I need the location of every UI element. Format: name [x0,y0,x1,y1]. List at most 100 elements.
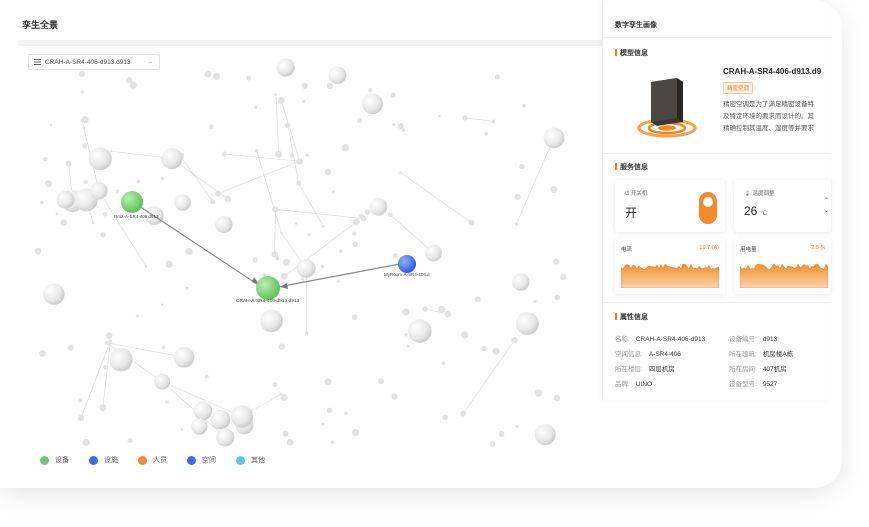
graph-node[interactable] [296,180,302,186]
graph-node[interactable] [286,439,294,446]
graph-node[interactable] [441,361,446,366]
graph-node[interactable] [422,306,428,312]
graph-node[interactable] [272,382,278,388]
chevron-up-icon[interactable]: ⌃ [823,198,829,204]
graph-node[interactable] [321,422,325,426]
graph-node[interactable] [402,308,410,316]
graph-node[interactable] [337,280,340,283]
graph-node[interactable] [90,181,108,200]
graph-node[interactable] [34,247,42,255]
graph-node[interactable] [125,77,133,84]
graph-node[interactable] [492,347,500,355]
graph-node[interactable] [216,428,235,447]
graph-node[interactable] [282,258,291,266]
graph-node[interactable] [442,414,448,421]
power-toggle[interactable] [699,192,717,224]
graph-node[interactable] [56,190,75,209]
graph-node[interactable] [554,294,561,301]
graph-node[interactable] [224,195,232,203]
graph-node[interactable] [484,131,489,136]
graph-node[interactable] [160,303,164,306]
graph-node[interactable] [44,180,52,188]
graph-node[interactable] [65,160,72,167]
graph-node[interactable] [100,232,106,238]
legend-item-other[interactable]: 其他 [236,455,265,465]
graph-node[interactable] [204,374,209,379]
graph-node[interactable] [83,179,88,185]
graph-node[interactable] [534,389,543,397]
graph-node[interactable] [369,198,388,216]
graph-node[interactable] [77,398,82,403]
graph-node[interactable] [481,345,487,352]
graph-node[interactable] [165,400,169,404]
graph-node[interactable] [498,431,505,437]
graph-node[interactable] [278,343,286,351]
graph-node[interactable] [296,258,316,278]
legend-item-space[interactable]: 空间 [187,455,216,465]
graph-node[interactable] [362,93,384,115]
graph-node[interactable] [512,273,530,291]
graph-node[interactable] [514,222,519,226]
graph-node[interactable] [444,310,451,318]
graph-node[interactable] [326,407,333,413]
graph-node[interactable] [352,428,360,437]
graph-node[interactable] [221,151,227,157]
graph-node[interactable] [246,75,252,81]
graph-node[interactable] [275,150,283,158]
graph-node[interactable] [393,253,398,258]
graph-canvas-area[interactable] [18,40,602,470]
graph-node[interactable] [108,339,113,343]
graph-node[interactable] [522,103,526,108]
graph-node[interactable] [180,428,184,431]
graph-node[interactable] [280,231,283,235]
graph-node[interactable] [326,82,333,90]
graph-node[interactable] [276,58,295,77]
graph-node[interactable] [324,168,332,176]
graph-node[interactable] [215,190,222,197]
graph-node[interactable] [515,424,519,428]
graph-node[interactable] [79,70,86,77]
graph-node[interactable] [399,171,403,175]
legend-item-facility[interactable]: 设施 [89,455,118,465]
graph-node[interactable] [105,332,113,339]
graph-node[interactable] [210,199,216,205]
knowledge-graph[interactable]: Rm2-A-SR4-406.d913 CRAH-A-SR4-406-d913.d… [18,46,602,456]
graph-node[interactable] [407,344,410,348]
graph-node[interactable] [489,441,496,447]
graph-node[interactable] [81,143,88,149]
graph-node[interactable] [274,93,278,97]
graph-node[interactable] [514,193,521,201]
graph-node[interactable] [390,92,396,98]
graph-node[interactable] [511,337,518,344]
graph-node[interactable] [338,249,343,253]
graph-node[interactable] [271,251,278,258]
graph-node[interactable] [438,305,446,313]
graph-node[interactable] [104,340,109,345]
graph-node[interactable] [254,149,259,153]
graph-node[interactable] [341,144,350,152]
graph-node[interactable] [204,70,212,78]
graph-node[interactable] [110,149,113,153]
graph-node[interactable] [462,115,468,121]
graph-node[interactable] [388,212,393,217]
graph-node[interactable] [391,393,398,400]
graph-node[interactable] [364,209,371,215]
graph-node[interactable] [272,206,279,213]
graph-node[interactable] [43,283,65,305]
graph-node[interactable] [408,319,432,343]
device-node-green-2[interactable] [256,276,280,300]
graph-node[interactable] [60,219,68,226]
graph-node[interactable] [460,410,467,417]
graph-node[interactable] [88,147,112,171]
graph-node[interactable] [301,277,305,281]
graph-node[interactable] [77,414,85,422]
graph-node[interactable] [516,312,539,336]
graph-node[interactable] [282,430,289,437]
graph-node[interactable] [144,265,148,268]
graph-node[interactable] [136,179,141,184]
graph-node[interactable] [277,96,285,104]
graph-node[interactable] [91,221,95,225]
graph-node[interactable] [165,260,173,268]
graph-node[interactable] [320,264,325,269]
graph-node[interactable] [281,272,288,280]
